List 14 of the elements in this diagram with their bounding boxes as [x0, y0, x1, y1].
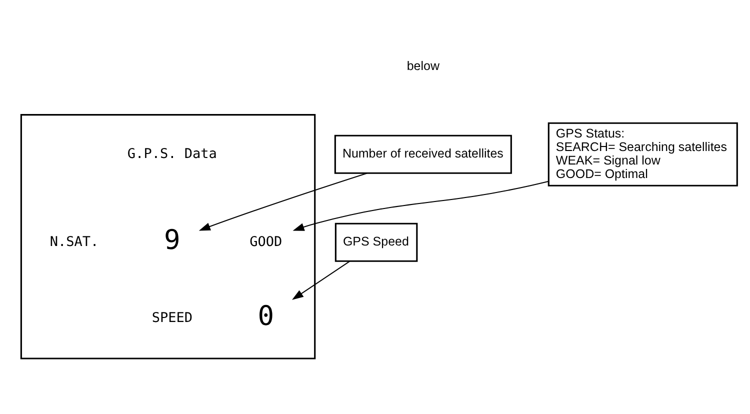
arrow	[198, 172, 368, 230]
node-text: N.SAT.	[50, 233, 99, 250]
node-text: GOOD	[250, 233, 282, 250]
node-text: SPEED	[152, 309, 193, 326]
arrow	[292, 260, 350, 300]
arrow	[292, 180, 549, 230]
node-text: 0	[258, 300, 274, 332]
node-text: G.P.S. Data	[127, 145, 217, 162]
node-box: GPS Speed	[334, 222, 418, 262]
node-box: GPS Status: SEARCH= Searching satellites WEAK= Signal low GOOD= Optimal	[548, 122, 738, 186]
node-box: Number of received satellites	[334, 134, 512, 174]
label: below	[406, 58, 440, 73]
node-text: 9	[164, 224, 180, 256]
cluster	[20, 114, 316, 359]
